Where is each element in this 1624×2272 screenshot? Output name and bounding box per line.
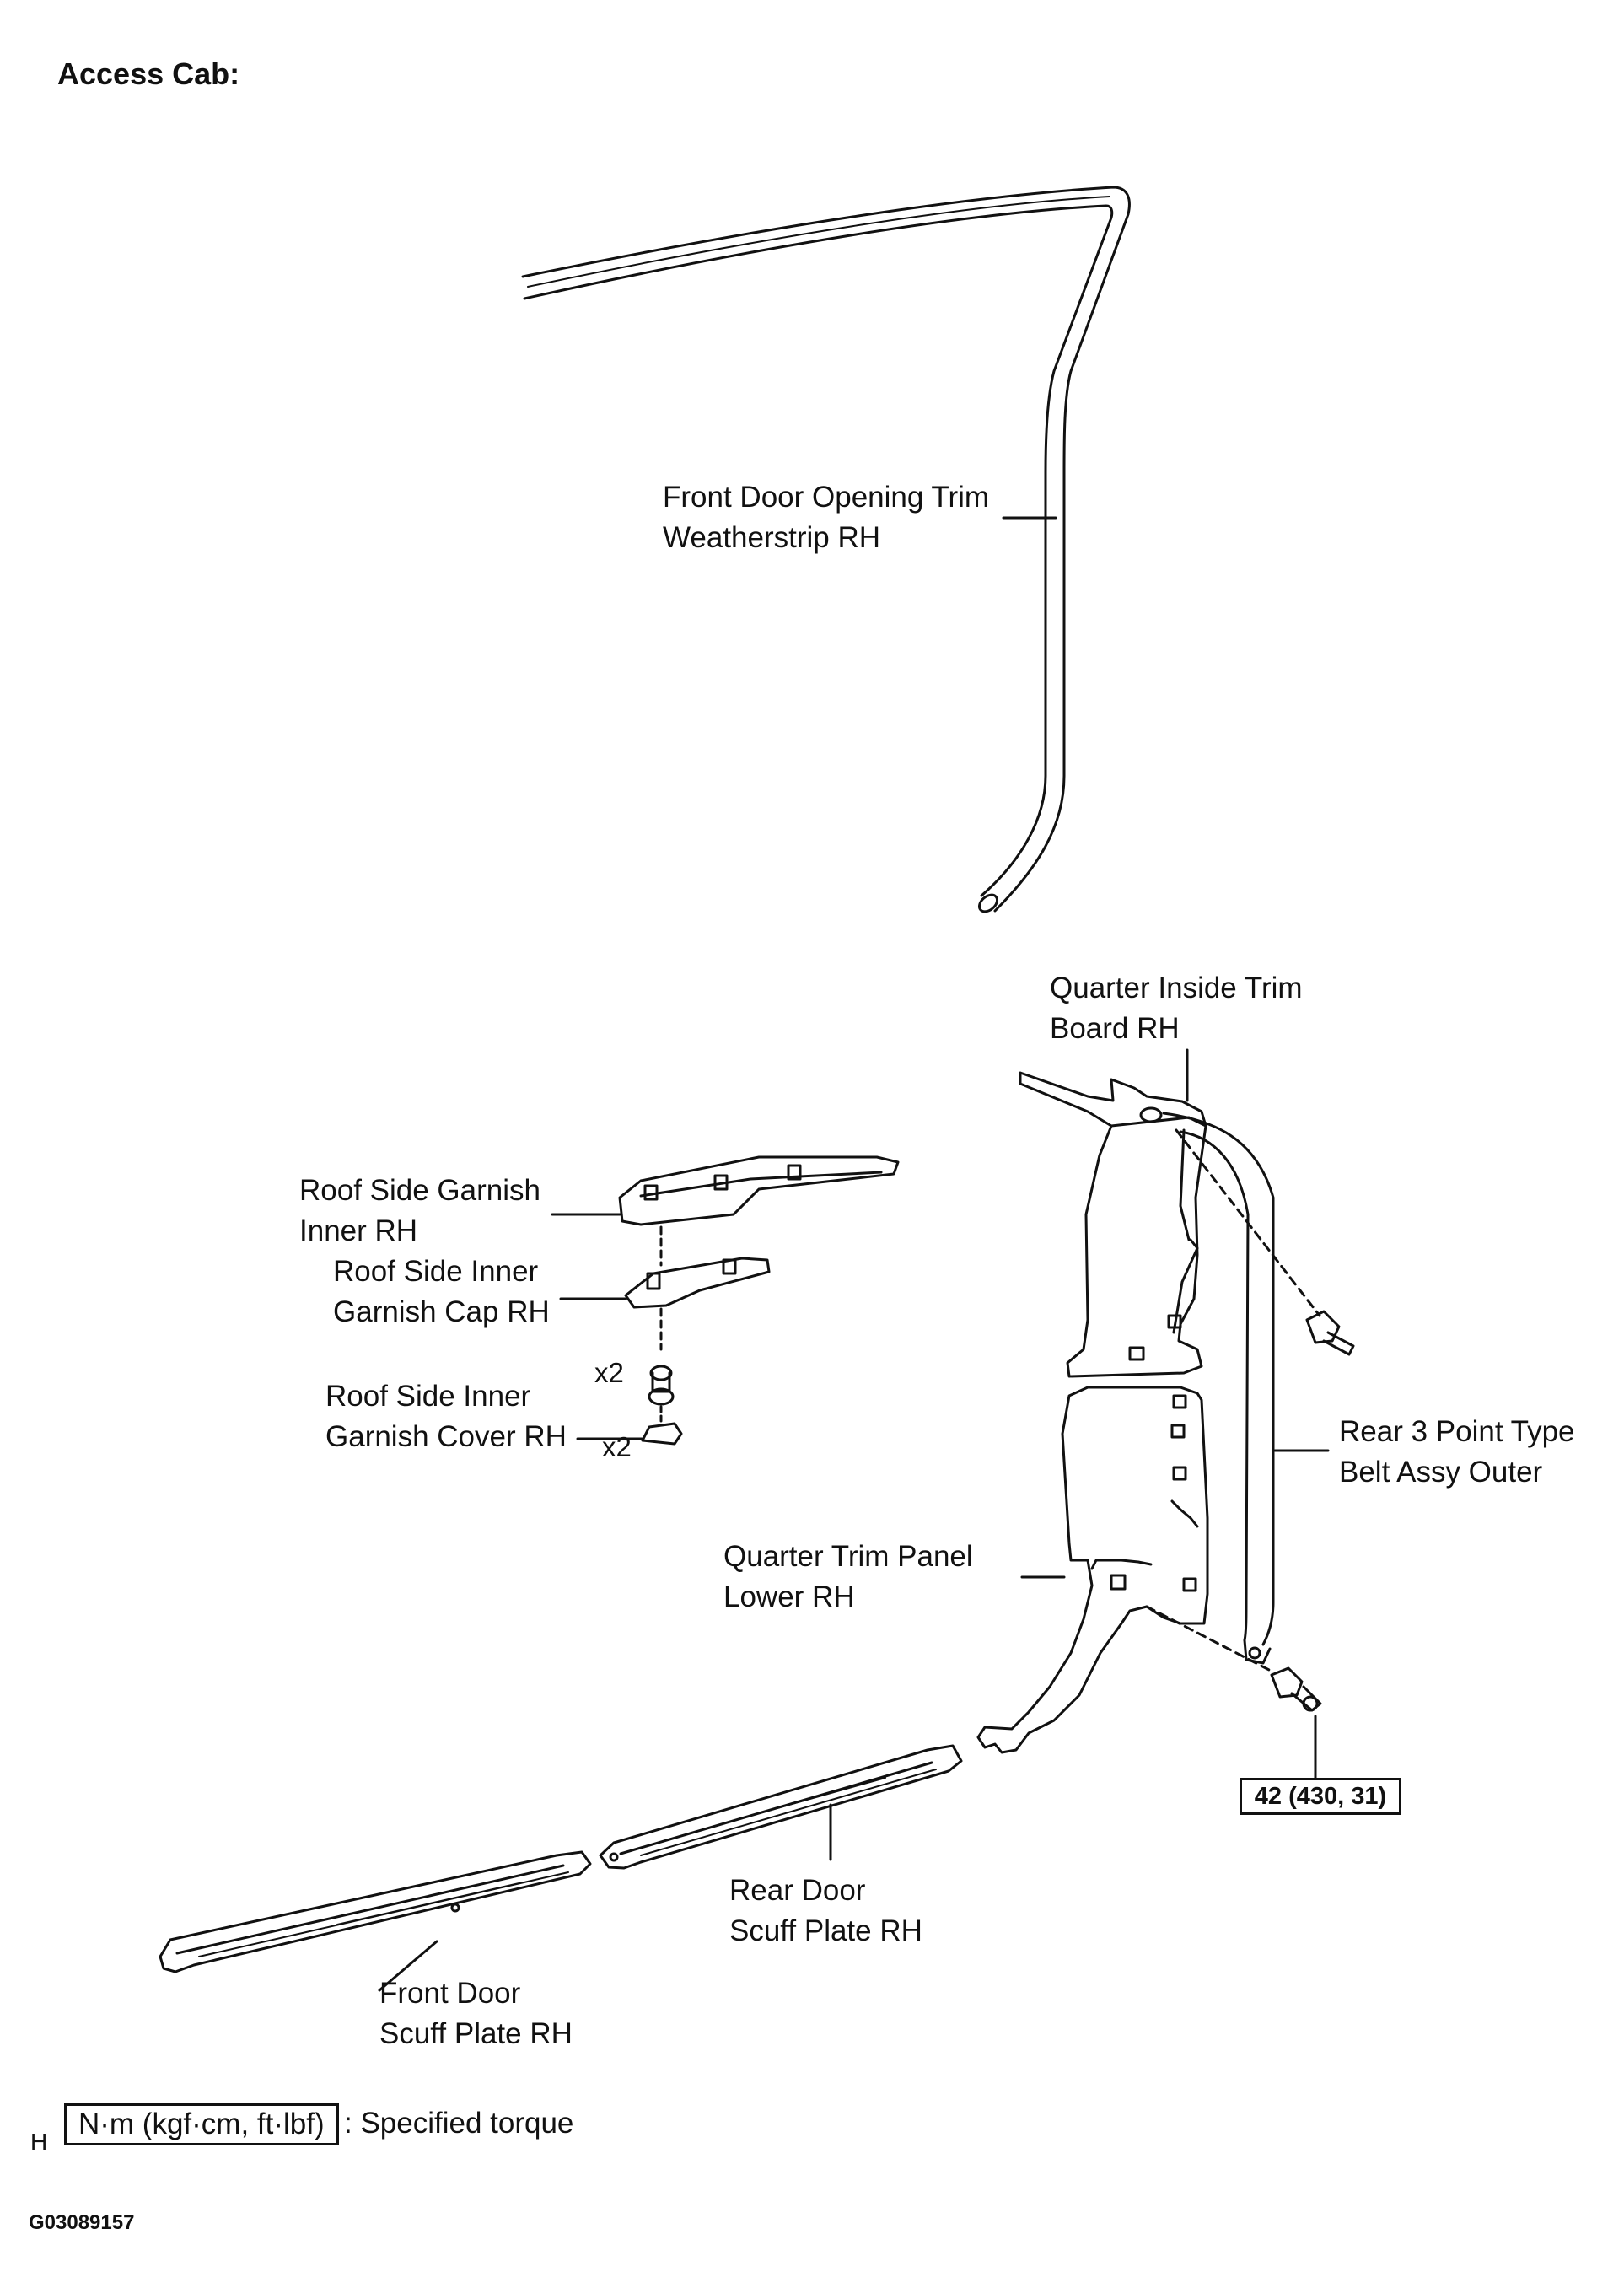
label-rear-door-scuff-plate: Rear Door Scuff Plate RH <box>729 1871 922 1952</box>
label-line: Quarter Trim Panel <box>723 1540 973 1573</box>
label-roof-side-inner-garnish-cap: Roof Side Inner Garnish Cap RH <box>333 1252 550 1333</box>
garnish-cover-part <box>641 1422 683 1446</box>
label-line: Roof Side Inner <box>333 1255 539 1288</box>
label-line: Rear 3 Point Type <box>1339 1415 1575 1448</box>
label-quarter-inside-trim: Quarter Inside Trim Board RH <box>1050 968 1303 1049</box>
label-line: Garnish Cap RH <box>333 1295 550 1328</box>
label-line: Lower RH <box>723 1580 855 1613</box>
figure-id: G03089157 <box>29 2211 135 2234</box>
dashed-guide-belt-upper <box>1175 1128 1321 1317</box>
rear-door-scuff-plate-part <box>599 1744 963 1870</box>
leader-front-scuff <box>378 1940 438 1992</box>
label-line: Roof Side Inner <box>325 1380 531 1413</box>
label-line: Roof Side Garnish <box>299 1174 540 1207</box>
legend-marker: H <box>30 2129 48 2155</box>
dashed-guide-lower-bolt <box>1145 1605 1271 1672</box>
label-front-door-opening-trim: Front Door Opening Trim Weatherstrip RH <box>663 477 989 558</box>
torque-spec-box: 42 (430, 31) <box>1240 1778 1401 1815</box>
label-line: Belt Assy Outer <box>1339 1456 1543 1489</box>
label-line: Inner RH <box>299 1214 418 1247</box>
roof-side-inner-garnish-cap-part <box>624 1257 771 1309</box>
label-line: Front Door <box>379 1977 521 2010</box>
label-roof-side-inner-garnish-cover: Roof Side Inner Garnish Cover RH <box>325 1376 567 1457</box>
label-line: Front Door Opening Trim <box>663 481 990 514</box>
legend-unit-box: N·m (kgf·cm, ft·lbf) <box>64 2103 339 2145</box>
legend-text: : Specified torque <box>344 2107 574 2140</box>
front-door-scuff-plate-part <box>159 1850 592 1973</box>
cover-quantity: x2 <box>602 1431 632 1462</box>
label-line: Board RH <box>1050 1012 1180 1045</box>
bolt-upper <box>1305 1310 1355 1356</box>
label-line: Rear Door <box>729 1874 866 1907</box>
clip-quantity: x2 <box>594 1357 624 1388</box>
roof-side-garnish-inner-part <box>618 1155 900 1226</box>
label-line: Scuff Plate RH <box>729 1914 922 1947</box>
weatherstrip-part <box>521 186 1131 913</box>
label-line: Scuff Plate RH <box>379 2017 573 2050</box>
bolt-lower <box>1270 1666 1322 1712</box>
diagram-title: Access Cab: <box>57 57 240 91</box>
label-roof-side-garnish-inner: Roof Side Garnish Inner RH <box>299 1171 540 1252</box>
label-line: Garnish Cover RH <box>325 1420 567 1453</box>
label-line: Quarter Inside Trim <box>1050 972 1303 1004</box>
quarter-trim-panel-lower-part <box>976 1386 1209 1754</box>
quarter-inside-trim-board-part <box>1019 1071 1207 1378</box>
label-quarter-trim-panel-lower: Quarter Trim Panel Lower RH <box>723 1537 973 1618</box>
label-line: Weatherstrip RH <box>663 521 881 554</box>
clip-fastener <box>648 1365 675 1406</box>
label-rear-belt-assy: Rear 3 Point Type Belt Assy Outer <box>1339 1412 1575 1493</box>
label-front-door-scuff-plate: Front Door Scuff Plate RH <box>379 1973 573 2054</box>
